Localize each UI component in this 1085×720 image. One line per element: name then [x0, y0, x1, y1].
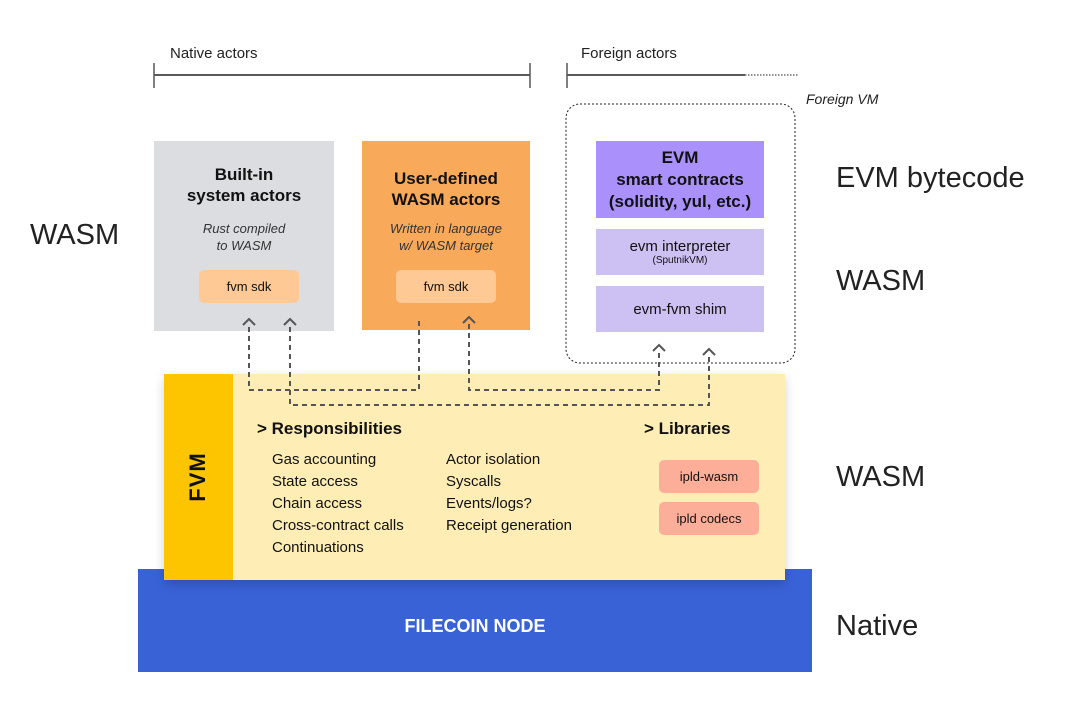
connector-builtin-to-user [248, 318, 420, 391]
builtin-actors-sub-2: to WASM [216, 238, 272, 253]
left-wasm-label: WASM [30, 219, 120, 251]
arrow-up-icon [242, 317, 256, 326]
arrow-up-icon [283, 317, 297, 326]
arrow-up-icon [702, 347, 716, 356]
responsibilities-heading: > Responsibilities [257, 419, 403, 438]
wasm-layer-label-fvm: WASM [836, 461, 926, 493]
evm-fvm-shim-label: evm-fvm shim [633, 300, 727, 318]
foreign-vm-container [565, 103, 796, 364]
library-ipld-codecs: ipld codecs [659, 502, 759, 535]
connector-user-to-shim [468, 324, 660, 391]
responsibility-item: Continuations [272, 539, 364, 556]
responsibilities-col1: Gas accounting State access Chain access… [272, 449, 404, 559]
arrow-up-icon [462, 315, 476, 324]
connector-builtin-to-shim [289, 327, 710, 406]
responsibility-item: Gas accounting [272, 451, 377, 468]
responsibility-item: Events/logs? [446, 495, 532, 512]
responsibility-item: Actor isolation [446, 451, 541, 468]
native-actors-label: Native actors [170, 45, 258, 62]
libraries-heading: > Libraries [644, 419, 731, 438]
user-actors-title-1: User-defined [394, 169, 498, 188]
responsibility-item: Receipt generation [446, 517, 572, 534]
foreign-vm-label: Foreign VM [806, 91, 879, 107]
evm-fvm-shim-box: evm-fvm shim [596, 286, 764, 332]
native-actors-bracket [153, 63, 531, 88]
filecoin-node-label: FILECOIN NODE [404, 616, 546, 636]
evm-smart-contracts-box: EVM smart contracts (solidity, yul, etc.… [596, 141, 764, 218]
builtin-actors-title-1: Built-in [214, 165, 274, 184]
user-actors-box: User-defined WASM actors Written in lang… [362, 141, 530, 330]
builtin-fvm-sdk: fvm sdk [199, 270, 299, 303]
builtin-actors-sub-1: Rust compiled [202, 221, 286, 236]
responsibility-item: State access [272, 473, 358, 490]
user-actors-sub-1: Written in language [389, 221, 502, 236]
evm-title: EVM [661, 147, 699, 167]
foreign-actors-bracket [566, 63, 798, 88]
user-actors-sub-2: w/ WASM target [399, 238, 493, 253]
evm-interpreter-label: evm interpreter [629, 238, 731, 255]
filecoin-node-box: FILECOIN NODE [138, 569, 812, 672]
evm-title-2: smart contracts [616, 169, 744, 189]
native-layer-label: Native [836, 610, 919, 642]
evm-interpreter-sub: (SputnikVM) [652, 255, 708, 266]
user-actors-title-2: WASM actors [391, 190, 501, 209]
library-ipld-wasm: ipld-wasm [659, 460, 759, 493]
evm-bytecode-label: EVM bytecode [836, 162, 1025, 194]
user-fvm-sdk: fvm sdk [396, 270, 496, 303]
responsibility-item: Chain access [272, 495, 363, 512]
builtin-actors-title-2: system actors [186, 186, 302, 205]
evm-title-3: (solidity, yul, etc.) [608, 191, 752, 211]
wasm-layer-label-top: WASM [836, 265, 926, 297]
responsibility-item: Syscalls [446, 473, 502, 490]
evm-interpreter-box: evm interpreter (SputnikVM) [596, 229, 764, 275]
foreign-actors-label: Foreign actors [581, 45, 677, 62]
responsibility-item: Cross-contract calls [272, 517, 404, 534]
fvm-side-bar: FVM [164, 374, 233, 580]
arrow-up-icon [652, 343, 666, 352]
builtin-actors-box: Built-in system actors Rust compiled to … [154, 141, 334, 331]
responsibilities-col2: Actor isolation Syscalls Events/logs? Re… [446, 449, 572, 537]
